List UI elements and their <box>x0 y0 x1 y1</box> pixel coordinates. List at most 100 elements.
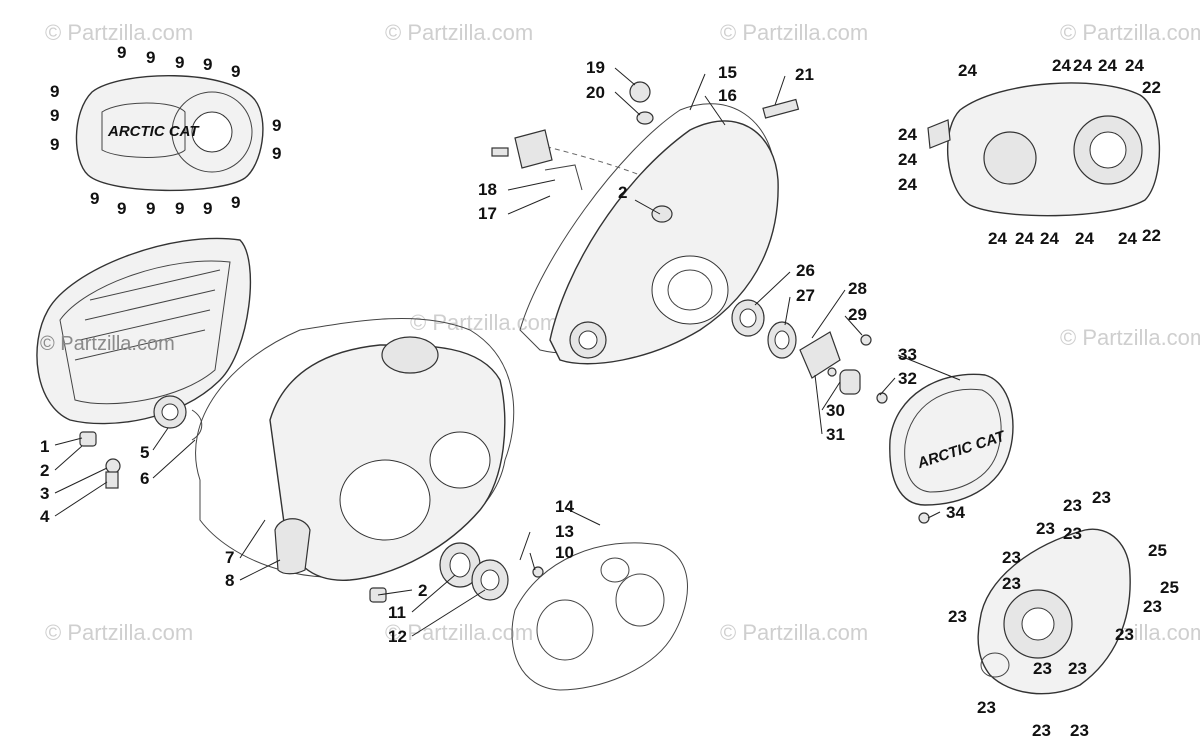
callout-24-8: 24 <box>988 229 1007 248</box>
callout-9-6: 9 <box>50 106 59 125</box>
callout-20: 20 <box>586 83 605 102</box>
leader-lines <box>54 67 961 637</box>
watermark-7: © Partzilla.com <box>385 620 533 645</box>
callout-10: 10 <box>555 543 574 562</box>
callout-17: 17 <box>478 204 497 223</box>
watermark-overlay: © Partzilla.com <box>40 333 175 355</box>
watermark-1: © Partzilla.com <box>385 20 533 45</box>
watermark-0: © Partzilla.com <box>45 20 193 45</box>
callout-28: 28 <box>848 279 867 298</box>
callout-23-5: 23 <box>1002 574 1021 593</box>
callout-9-5: 9 <box>50 82 59 101</box>
callout-34: 34 <box>946 503 965 522</box>
callout-23-13: 23 <box>1070 721 1089 740</box>
callout-16: 16 <box>718 86 737 105</box>
watermark-6: © Partzilla.com <box>45 620 193 645</box>
callout-15: 15 <box>718 63 737 82</box>
callout-9-13: 9 <box>175 199 184 218</box>
callout-4: 4 <box>40 507 50 526</box>
callout-23-7: 23 <box>1115 625 1134 644</box>
callout-9-12: 9 <box>146 199 155 218</box>
clutch-cover-outer: ARCTIC CAT <box>75 75 264 192</box>
callout-2-lower: 2 <box>418 581 427 600</box>
brand-label-top: ARCTIC CAT <box>107 123 200 140</box>
callout-5: 5 <box>140 443 149 462</box>
callout-26: 26 <box>796 261 815 280</box>
crankcase-right <box>491 81 800 365</box>
callout-8: 8 <box>225 571 234 590</box>
crankcase-gasket <box>511 542 688 691</box>
callout-12: 12 <box>388 627 407 646</box>
callout-23-8: 23 <box>948 607 967 626</box>
watermark-3: © Partzilla.com <box>1060 20 1200 45</box>
callout-24-1: 24 <box>1052 56 1071 75</box>
callout-30: 30 <box>826 401 845 420</box>
callout-labels: 1 2 3 4 5 6 7 8 2 11 12 14 13 10 15 16 1… <box>40 58 1179 646</box>
watermark-2: © Partzilla.com <box>720 20 868 45</box>
clutch-cover-inner <box>36 237 252 489</box>
callout-9-3: 9 <box>203 55 212 74</box>
callout-24-9: 24 <box>1015 229 1034 248</box>
callout-24-10: 24 <box>1040 229 1059 248</box>
watermarks: © Partzilla.com © Partzilla.com © Partzill… <box>45 20 1200 645</box>
callout-23-0: 23 <box>1063 496 1082 515</box>
callout-24-4: 24 <box>1125 56 1144 75</box>
callout-18: 18 <box>478 180 497 199</box>
callout-23-12: 23 <box>1032 721 1051 740</box>
callout-2-upper: 2 <box>618 183 627 202</box>
callout-24-5: 24 <box>898 125 917 144</box>
callout-3: 3 <box>40 484 49 503</box>
callout-2: 2 <box>40 461 49 480</box>
callout-11: 11 <box>388 603 406 622</box>
callout-9-0: 9 <box>117 43 126 62</box>
callout-6: 6 <box>140 469 149 488</box>
side-cover-right: ARCTIC CAT <box>889 373 1014 524</box>
callout-9-8: 9 <box>272 116 281 135</box>
callout-23-10: 23 <box>1068 659 1087 678</box>
callout-23-1: 23 <box>1092 488 1111 507</box>
callout-21: 21 <box>795 65 814 84</box>
callout-23-4: 23 <box>1002 548 1021 567</box>
callout-23-2: 23 <box>1036 519 1055 538</box>
callout-24-7: 24 <box>898 175 917 194</box>
callout-9-7: 9 <box>50 135 59 154</box>
callout-13: 13 <box>555 522 574 541</box>
callout-32: 32 <box>898 369 917 388</box>
stator-cover <box>977 528 1131 695</box>
callout-14: 14 <box>555 497 574 516</box>
callout-9-2: 9 <box>175 53 184 72</box>
clutch-housing-right <box>927 82 1161 217</box>
callout-23-6: 23 <box>1143 597 1162 616</box>
watermark-4: © Partzilla.com <box>410 310 558 335</box>
callout-24-3: 24 <box>1098 56 1117 75</box>
callouts-23: 23 23 23 23 23 23 23 23 23 23 23 23 23 23 <box>948 488 1162 740</box>
callout-22-top: 22 <box>1142 78 1161 97</box>
callout-24-12: 24 <box>1118 229 1137 248</box>
callout-9-1: 9 <box>146 48 155 67</box>
crankcase-left <box>195 317 544 603</box>
callout-25-top: 25 <box>1148 541 1167 560</box>
callout-9-11: 9 <box>117 199 126 218</box>
watermark-5: © Partzilla.com <box>1060 325 1200 350</box>
callout-24-2: 24 <box>1073 56 1092 75</box>
callout-23-3: 23 <box>1063 524 1082 543</box>
callout-24-0: 24 <box>958 61 977 80</box>
callout-23-9: 23 <box>1033 659 1052 678</box>
callout-7: 7 <box>225 548 234 567</box>
bearing-stack <box>731 299 888 404</box>
callout-9-4: 9 <box>231 62 240 81</box>
callout-24-11: 24 <box>1075 229 1094 248</box>
callout-19: 19 <box>586 58 605 77</box>
callout-29: 29 <box>848 305 867 324</box>
callout-24-6: 24 <box>898 150 917 169</box>
watermark-8: © Partzilla.com <box>720 620 868 645</box>
callout-22-bottom: 22 <box>1142 226 1161 245</box>
callout-25-bottom: 25 <box>1160 578 1179 597</box>
callout-23-11: 23 <box>977 698 996 717</box>
callout-33: 33 <box>898 345 917 364</box>
callout-9-15: 9 <box>231 193 240 212</box>
